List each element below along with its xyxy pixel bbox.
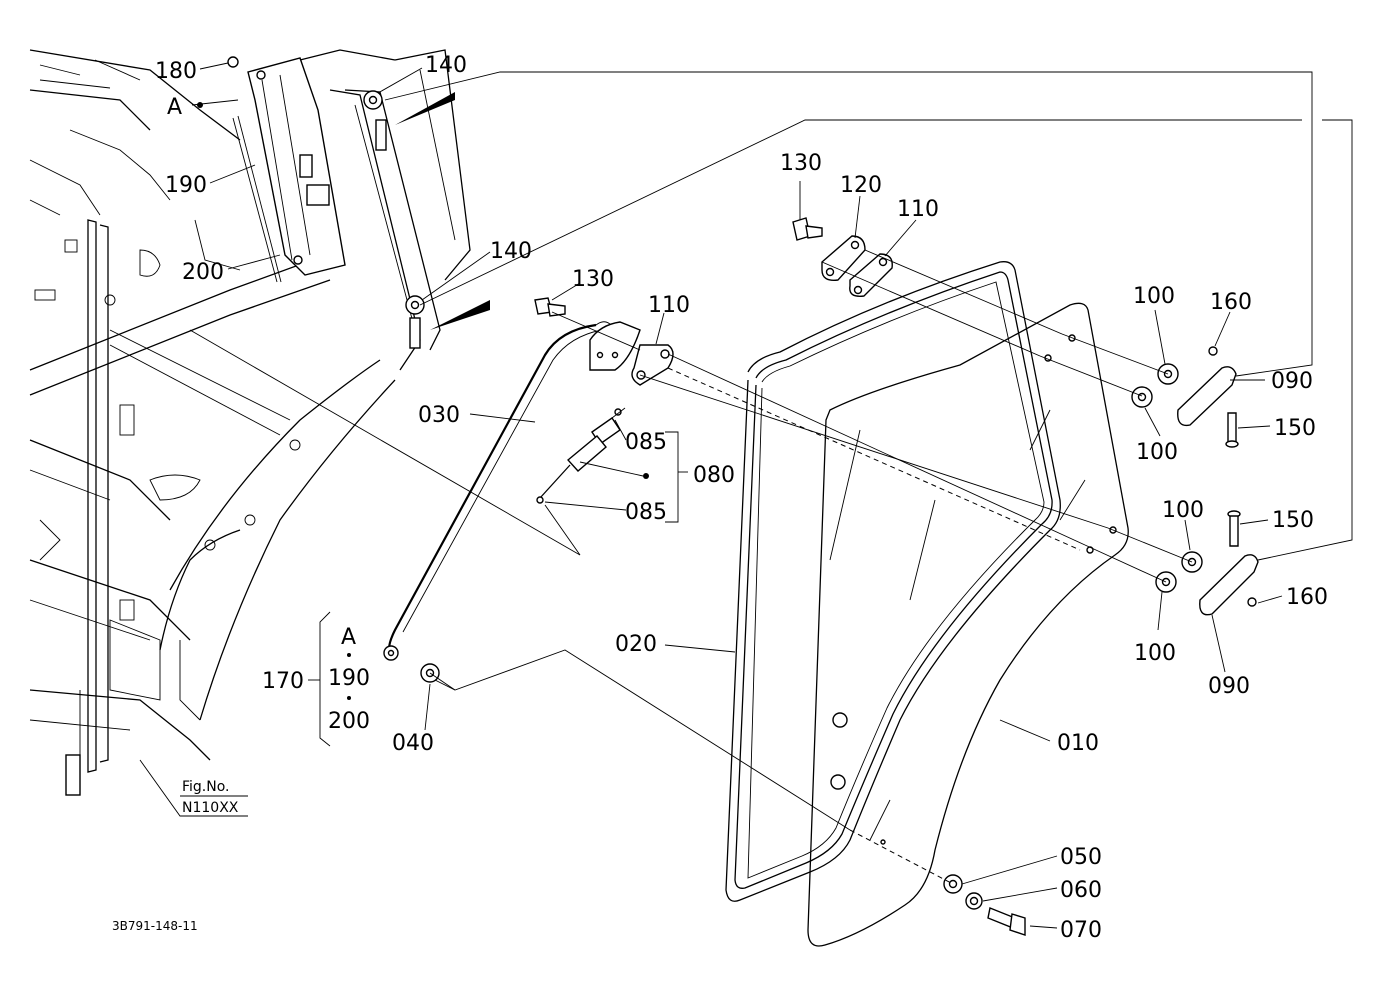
callout-200: 200 bbox=[182, 260, 224, 285]
right-hinge-parts bbox=[1131, 346, 1259, 616]
leader-lines bbox=[139, 62, 1283, 929]
cab-frame bbox=[29, 49, 581, 796]
callout-100-c: 100 bbox=[1162, 498, 1204, 523]
callout-A-top: A bbox=[167, 95, 182, 120]
callout-180: 180 bbox=[155, 59, 197, 84]
callout-080: 080 bbox=[693, 463, 735, 488]
callout-190-group: 190 bbox=[328, 666, 370, 691]
ref-dot bbox=[347, 653, 351, 657]
ref-dot bbox=[347, 696, 351, 700]
callout-170: 170 bbox=[262, 669, 304, 694]
callout-040: 040 bbox=[392, 731, 434, 756]
callout-labels: 180 A 140 190 200 140 130 120 110 130 11… bbox=[155, 53, 1328, 943]
upper-hinge-parts bbox=[792, 217, 893, 297]
callout-100-a: 100 bbox=[1133, 284, 1175, 309]
stay-rod bbox=[383, 321, 613, 683]
callout-150-bot: 150 bbox=[1272, 508, 1314, 533]
callout-050: 050 bbox=[1060, 845, 1102, 870]
drawing-code: 3B791-148-11 bbox=[112, 919, 198, 933]
callout-A-group: A bbox=[341, 625, 356, 650]
gas-strut bbox=[534, 297, 674, 504]
callout-020: 020 bbox=[615, 632, 657, 657]
callout-160-bot: 160 bbox=[1286, 585, 1328, 610]
callout-100-b: 100 bbox=[1136, 440, 1178, 465]
callout-090-bot: 090 bbox=[1208, 674, 1250, 699]
callout-140-top: 140 bbox=[425, 53, 467, 78]
bottom-hardware bbox=[943, 874, 1026, 936]
callout-090-top: 090 bbox=[1271, 369, 1313, 394]
assembly-lines bbox=[384, 71, 1353, 885]
callout-110-top: 110 bbox=[897, 197, 939, 222]
callout-140-mid: 140 bbox=[490, 239, 532, 264]
door-frame-020 bbox=[725, 261, 1061, 902]
callout-010: 010 bbox=[1057, 731, 1099, 756]
callout-160-top: 160 bbox=[1210, 290, 1252, 315]
fig-number: N110XX bbox=[182, 800, 239, 816]
callout-120: 120 bbox=[840, 173, 882, 198]
callout-085-bot: 085 bbox=[625, 500, 667, 525]
callout-200-group: 200 bbox=[328, 709, 370, 734]
ref-dot bbox=[197, 102, 203, 108]
callout-130-top: 130 bbox=[780, 151, 822, 176]
pillar-cover-parts bbox=[227, 56, 346, 283]
callout-070: 070 bbox=[1060, 918, 1102, 943]
fig-label: Fig.No. bbox=[182, 779, 230, 795]
callout-150-top: 150 bbox=[1274, 416, 1316, 441]
callout-110-mid: 110 bbox=[648, 293, 690, 318]
callout-190: 190 bbox=[165, 173, 207, 198]
callout-060: 060 bbox=[1060, 878, 1102, 903]
callout-100-d: 100 bbox=[1134, 641, 1176, 666]
callout-030: 030 bbox=[418, 403, 460, 428]
ref-dot bbox=[643, 473, 649, 479]
callout-085-top: 085 bbox=[625, 430, 667, 455]
callout-130-mid: 130 bbox=[572, 267, 614, 292]
